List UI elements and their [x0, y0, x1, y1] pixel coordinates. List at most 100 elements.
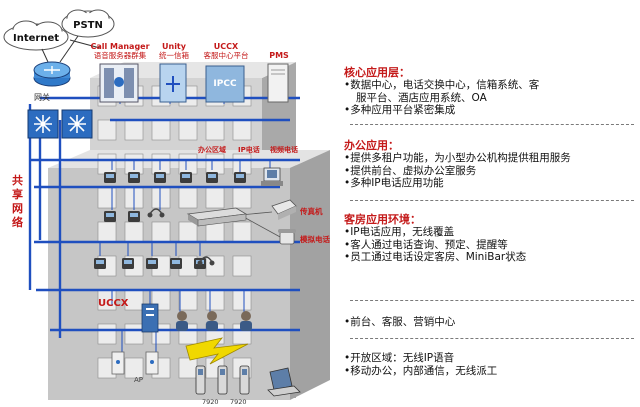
- shared-network-char: 享: [12, 187, 23, 201]
- uccx-sublabel: 客服中心平台: [204, 50, 249, 60]
- gateway-label: 网关: [34, 92, 50, 102]
- section-item: •提供前台、虚拟办公室服务: [344, 164, 477, 177]
- section-item: •IP电话应用，无线覆盖: [344, 226, 455, 238]
- section-divider: [350, 338, 634, 339]
- section-item: •提供多租户功能，为小型办公机构提供租用服务: [344, 152, 571, 164]
- agent-icon: [241, 311, 251, 321]
- call-center-agents: [176, 311, 252, 331]
- ip-phone-screen: [208, 174, 216, 178]
- pstn-cloud: PSTN: [61, 9, 115, 38]
- ip-phone-screen: [130, 213, 138, 217]
- internet-cloud: Internet: [3, 20, 69, 51]
- window: [205, 221, 225, 243]
- fax-icon: [271, 199, 297, 220]
- headset-icon: [197, 256, 215, 266]
- front-building-side: [290, 150, 330, 400]
- ip-phones-row: [104, 172, 246, 183]
- uccx-floor-label: UCCX: [98, 298, 129, 309]
- core-switch-icon: [27, 109, 59, 139]
- panel-section-guestroom: 客房应用环境： •IP电话应用，无线覆盖 •客人通过电话查询、预定、提醒等 •员…: [344, 213, 636, 264]
- wireless-handsets: [195, 365, 250, 395]
- window: [151, 119, 171, 141]
- section-item: 服平台、酒店应用系统、OA: [356, 91, 487, 104]
- window: [205, 153, 225, 175]
- ip-phone-screen: [124, 260, 132, 264]
- uccx-label: UCCX: [214, 42, 239, 51]
- window: [97, 221, 117, 243]
- call-manager-label: Call Manager: [90, 42, 149, 51]
- wireless-signal-icon: [185, 337, 249, 365]
- window: [151, 153, 171, 175]
- ip-phone-screen: [182, 174, 190, 178]
- ip-phone-screen: [106, 174, 114, 178]
- window: [205, 289, 225, 311]
- ip-phone-screen: [106, 213, 114, 217]
- section-title: 客房应用环境：: [344, 213, 421, 226]
- shared-network-label: 共 享 网 络: [12, 173, 23, 229]
- analog-phone-icon: [278, 229, 296, 245]
- section-item: •员工通过电话设定客房、MiniBar状态: [344, 251, 527, 263]
- wireless-phone-screen: [198, 369, 203, 375]
- ip-phone-screen: [148, 260, 156, 264]
- agent-body: [240, 321, 252, 331]
- section-item: •开放区域：无线IP语音: [344, 352, 455, 364]
- section-title: 核心应用层：: [344, 66, 410, 79]
- window: [232, 255, 252, 277]
- ipcc-server-icon: IPCC: [205, 65, 245, 103]
- shared-network-char: 络: [12, 215, 23, 229]
- section-item: •前台、客服、营销中心: [344, 316, 456, 328]
- window: [178, 289, 198, 311]
- agent-body: [206, 321, 218, 331]
- phone-model-label: 7920: [202, 398, 219, 406]
- video-phone-label: 视频电话: [270, 145, 298, 154]
- wireless-phone-screen: [242, 369, 247, 375]
- window: [97, 187, 117, 209]
- window: [124, 119, 144, 141]
- section-item: •移动办公，内部通信，无线派工: [344, 364, 498, 377]
- router-icon: [33, 61, 71, 87]
- window: [232, 153, 252, 175]
- ip-phone-screen: [156, 174, 164, 178]
- shared-network-char: 网: [12, 202, 23, 215]
- phone-model-label: 7920: [230, 398, 247, 406]
- window: [232, 119, 252, 141]
- section-divider: [350, 200, 634, 201]
- pms-label: PMS: [269, 51, 289, 60]
- window: [178, 187, 198, 209]
- window: [205, 187, 225, 209]
- wireless-phone-screen: [220, 369, 225, 375]
- call-manager-cluster-icon: [99, 63, 139, 103]
- ip-phone-screen: [96, 260, 104, 264]
- call-manager-sublabel: 语音服务器群集: [94, 50, 147, 60]
- section-title: 办公应用：: [344, 139, 399, 152]
- window: [178, 221, 198, 243]
- window: [205, 119, 225, 141]
- ip-phone-screen: [130, 174, 138, 178]
- window: [97, 323, 117, 345]
- window: [178, 153, 198, 175]
- window: [124, 323, 144, 345]
- window: [97, 119, 117, 141]
- section-item: •客人通过电话查询、预定、提醒等: [344, 238, 508, 251]
- wireless-ap-icon: [145, 351, 159, 375]
- panel-section-core: 核心应用层： •数据中心，电话交换中心，信箱系统、客 服平台、酒店应用系统、OA…: [344, 66, 636, 117]
- uccx-server-stack-icon: [141, 303, 159, 333]
- window: [232, 187, 252, 209]
- window: [178, 119, 198, 141]
- video-phone-icon: [261, 167, 283, 186]
- window: [97, 153, 117, 175]
- section-divider: [350, 300, 634, 301]
- panel-section-office: 办公应用： •提供多租户功能，为小型办公机构提供租用服务 •提供前台、虚拟办公室…: [344, 139, 636, 190]
- window: [232, 289, 252, 311]
- ip-phone-screen: [172, 260, 180, 264]
- section-item: •多种应用平台紧密集成: [344, 104, 456, 116]
- agent-icon: [177, 311, 187, 321]
- cloud-links: [41, 35, 101, 63]
- pms-server-icon: [267, 63, 289, 103]
- unity-sublabel: 统一信箱: [159, 50, 189, 60]
- pstn-label: PSTN: [73, 20, 103, 31]
- office-area-label: 办公区域: [198, 145, 226, 154]
- analog-phone-label: 模拟电话: [300, 234, 330, 244]
- ip-phones-row: [94, 258, 206, 269]
